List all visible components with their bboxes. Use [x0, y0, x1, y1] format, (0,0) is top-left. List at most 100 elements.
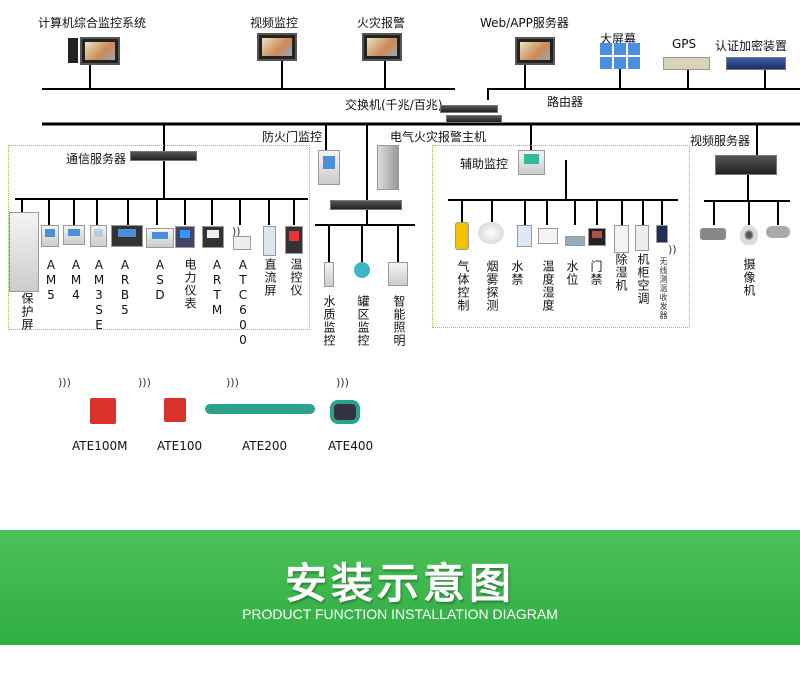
wireless-icon: ))) — [138, 376, 151, 389]
gas-detector-icon — [455, 222, 469, 250]
ate100-sensor-icon — [164, 398, 186, 422]
aux-drops — [461, 200, 663, 225]
aux-device-icon — [518, 150, 545, 175]
ate200-sensor-icon — [205, 404, 315, 414]
gps-device-icon — [663, 57, 710, 70]
smart-lighting-icon — [388, 262, 408, 286]
camera-drops — [713, 201, 779, 225]
comm-group-box — [8, 145, 310, 330]
auth-device-icon — [726, 57, 786, 70]
computer-label: 计算机综合监控系统 — [38, 16, 147, 30]
firedoor-label: 防火门监控 — [262, 130, 323, 144]
wireless-icon: ))) — [226, 376, 239, 389]
device-label: 水质监控 — [322, 295, 336, 347]
water-quality-icon — [324, 262, 334, 287]
water-level-icon — [565, 236, 585, 246]
elec-fire-cabinet-icon — [377, 145, 399, 190]
comm-server-icon — [130, 151, 197, 161]
arb5-icon — [111, 225, 143, 247]
network-lines — [15, 60, 800, 262]
device-label: 保护屏 — [20, 292, 34, 331]
cabinet-ac-icon — [635, 225, 649, 251]
web-server-monitor-icon — [515, 37, 555, 65]
bullet-camera-icon — [700, 228, 726, 240]
wireless-icon: )) — [668, 243, 677, 256]
device-label: 智能照明 — [392, 295, 406, 347]
video-monitor-icon — [257, 33, 297, 61]
sub-buses — [15, 198, 790, 226]
wireless-temp-transceiver-icon — [656, 225, 668, 243]
asd-icon — [146, 228, 174, 248]
big-screen-label: 大屏幕 — [600, 32, 637, 46]
gps-label: GPS — [672, 37, 697, 51]
banner-title: 安装示意图 — [284, 559, 515, 608]
aux-label: 辅助监控 — [460, 157, 509, 171]
device-label: 除湿机 — [614, 253, 628, 292]
dehumidifier-icon — [614, 225, 629, 253]
comm-server-label: 通信服务器 — [66, 152, 127, 166]
device-label: 直流屏 — [263, 258, 277, 297]
am4-icon — [63, 225, 85, 245]
sensor-label: ATE100M — [72, 439, 128, 453]
fire-alarm-monitor-icon — [362, 33, 402, 61]
device-label: ARB5 — [118, 258, 132, 318]
water-leak-icon — [517, 225, 532, 247]
switch-icon-2 — [446, 115, 502, 123]
device-label: ASD — [153, 258, 167, 303]
dc-screen-icon — [263, 226, 276, 256]
video-server-icon — [715, 155, 777, 175]
elec-fire-host-icon — [330, 200, 402, 210]
access-control-icon — [588, 228, 606, 246]
fire-alarm-label: 火灾报警 — [357, 16, 406, 30]
ate400-sensor-icon — [330, 400, 360, 424]
auth-label: 认证加密装置 — [715, 39, 788, 53]
router-label: 路由器 — [547, 95, 584, 109]
video-monitor-label: 视频监控 — [250, 16, 299, 30]
camera-label: 摄像机 — [742, 258, 756, 297]
device-label: AM3SE — [92, 258, 106, 333]
device-label: 罐区监控 — [356, 295, 370, 347]
top-bus — [42, 88, 800, 100]
temp-humidity-icon — [538, 228, 558, 244]
device-label: 水禁 — [510, 260, 524, 286]
computer-monitor-icon — [80, 37, 120, 65]
device-label: 烟雾探测 — [485, 260, 499, 312]
artm-icon — [202, 226, 224, 248]
device-label: 无线测温收发器 — [659, 257, 668, 320]
device-label: ARTM — [210, 258, 224, 318]
top-drops — [89, 60, 766, 89]
middle-drops — [328, 225, 399, 262]
mid-drops — [163, 124, 758, 225]
sensor-label: ATE100 — [157, 439, 203, 453]
left-drops — [21, 199, 295, 225]
switch-label: 交换机(千兆/百兆) — [345, 98, 443, 112]
big-screen-icon — [600, 43, 642, 69]
atc600-icon — [233, 236, 251, 250]
device-label: AM5 — [44, 258, 58, 303]
aux-group-box — [432, 145, 690, 328]
wireless-icon: ))) — [58, 376, 71, 389]
title-banner: 安装示意图 PRODUCT FUNCTION INSTALLATION DIAG… — [0, 530, 800, 645]
box-camera-icon — [766, 226, 790, 238]
device-label: ATC600 — [236, 258, 250, 348]
wireless-icon: ))) — [336, 376, 349, 389]
am3se-icon — [90, 225, 107, 247]
device-label: 气体控制 — [456, 260, 470, 312]
switch-icon — [440, 105, 498, 113]
banner-subtitle: PRODUCT FUNCTION INSTALLATION DIAGRAM — [242, 606, 558, 622]
computer-tower-icon — [68, 38, 78, 63]
am5-icon — [41, 225, 59, 247]
sensor-label: ATE400 — [328, 439, 374, 453]
temp-controller-icon — [285, 226, 303, 254]
protection-screen-icon — [9, 212, 39, 292]
device-label: 电力仪表 — [183, 258, 197, 310]
sensor-label: ATE200 — [242, 439, 288, 453]
device-label: 温度湿度 — [541, 260, 555, 312]
elec-fire-label: 电气火灾报警主机 — [390, 130, 487, 144]
firedoor-kiosk-icon — [318, 150, 340, 185]
ate100m-sensor-icon — [90, 398, 116, 424]
tank-monitor-icon — [354, 262, 370, 278]
device-label: AM4 — [69, 258, 83, 303]
device-label: 温控仪 — [289, 258, 303, 297]
